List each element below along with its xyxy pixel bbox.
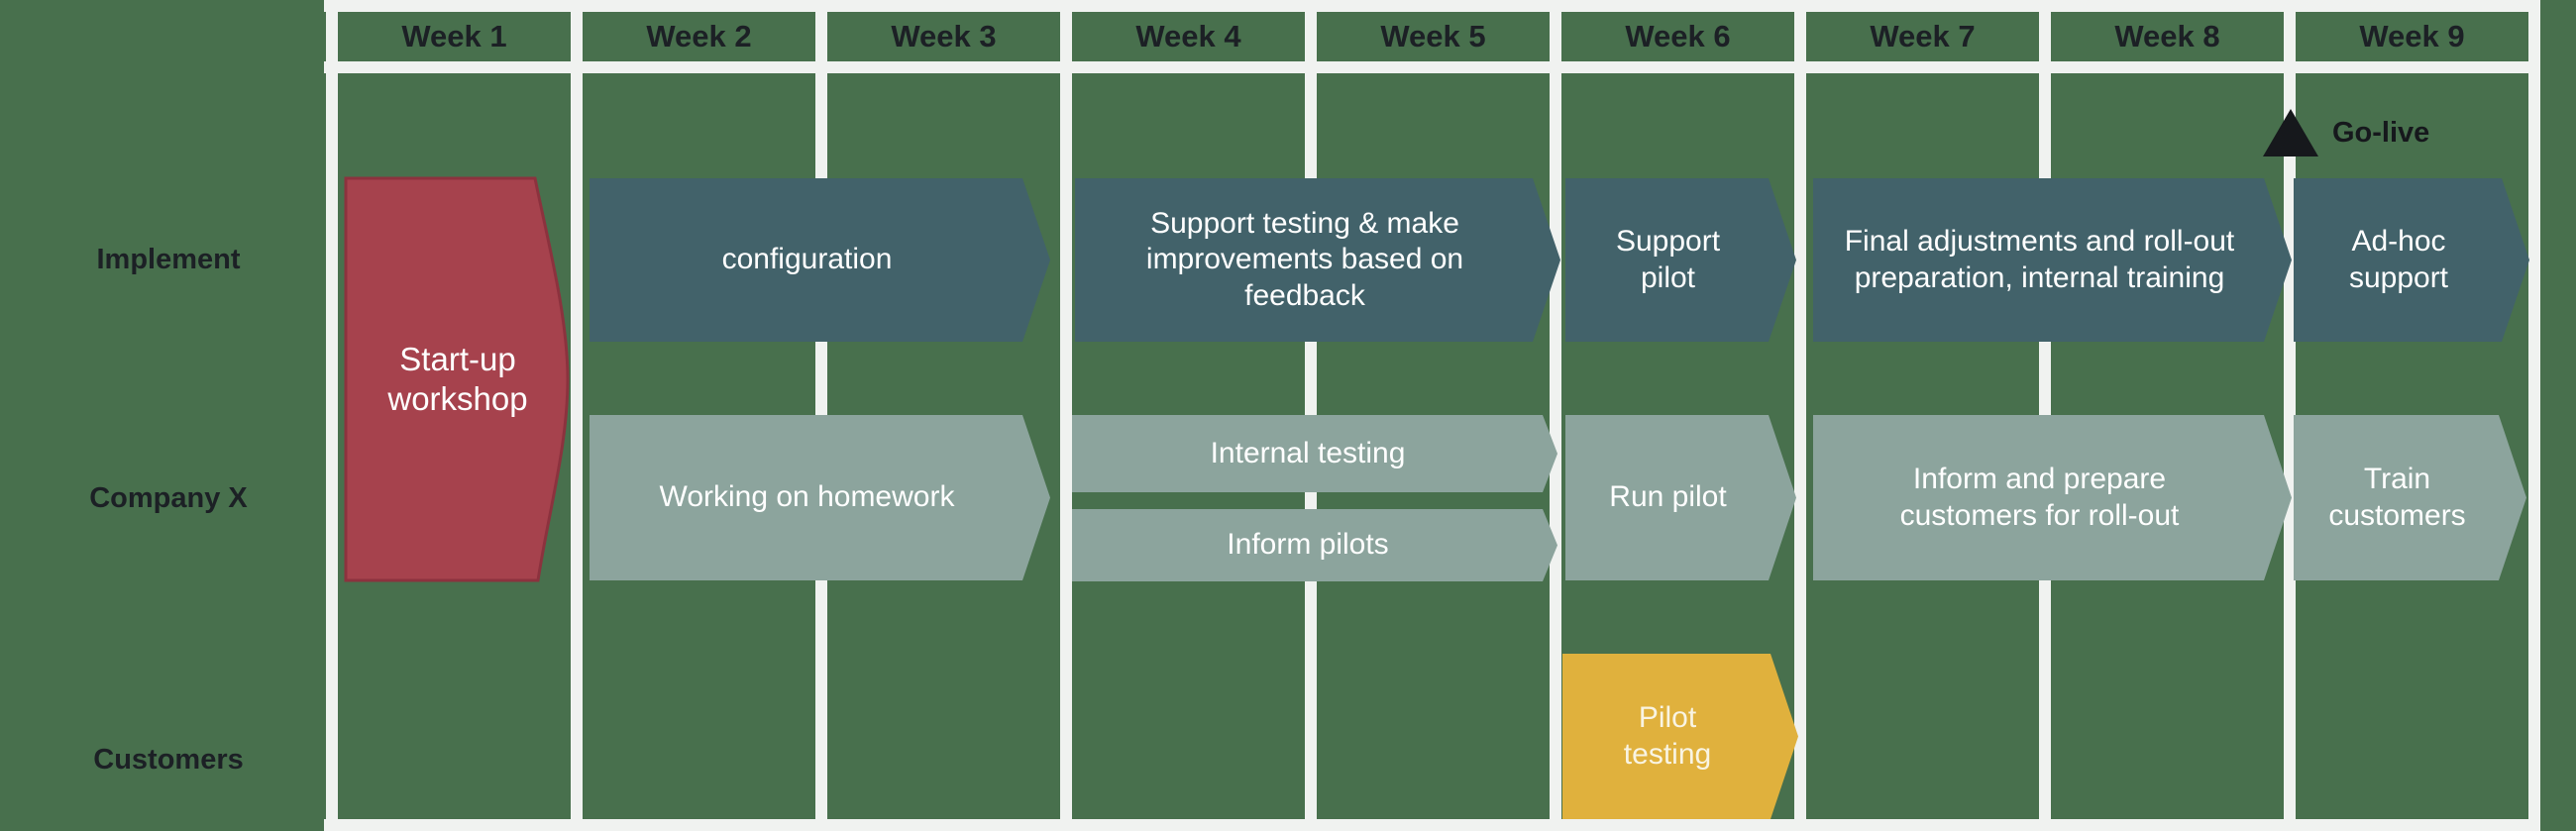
week-header-5: Week 5 <box>1380 19 1486 53</box>
grid-line-vertical <box>2528 0 2540 831</box>
task-label: Ad-hoc support <box>2348 224 2449 294</box>
week-header-4: Week 4 <box>1135 19 1241 53</box>
task-support-testing: Support testing & make improvements base… <box>1075 178 1560 342</box>
grid-line-vertical <box>1550 0 1561 831</box>
startup-workshop-shape <box>344 176 570 582</box>
task-label: configuration <box>721 243 893 276</box>
task-inform-pilots: Inform pilots <box>1072 509 1557 581</box>
task-label: Final adjustments and roll-out preparati… <box>1844 224 2235 294</box>
task-working-on-homework: Working on homework <box>590 415 1050 580</box>
grid-line-vertical <box>1060 0 1072 831</box>
grid-line-header-bottom <box>324 61 2540 73</box>
task-final-adjustments: Final adjustments and roll-out preparati… <box>1813 178 2292 342</box>
grid-line-vertical <box>2284 0 2296 831</box>
task-label: Internal testing <box>1210 436 1406 469</box>
week-header-8: Week 8 <box>2114 19 2220 53</box>
week-header-6: Week 6 <box>1625 19 1731 53</box>
task-label: Train customers <box>2328 462 2466 532</box>
task-support-pilot: Support pilot <box>1565 178 1796 342</box>
row-label-company-x: Company X <box>89 481 248 514</box>
task-startup-workshop: Start-up workshop <box>343 176 573 582</box>
task-label: Run pilot <box>1609 480 1727 514</box>
task-label: Support testing & make improvements base… <box>1145 206 1464 312</box>
task-run-pilot: Run pilot <box>1565 415 1796 580</box>
task-adhoc-support: Ad-hoc support <box>2294 178 2529 342</box>
week-header-1: Week 1 <box>401 19 507 53</box>
go-live-label: Go-live <box>2332 117 2430 149</box>
go-live-marker-icon <box>2263 109 2318 156</box>
grid-border-top <box>324 0 2540 12</box>
task-label: Working on homework <box>659 480 955 514</box>
row-label-implement: Implement <box>96 243 241 275</box>
task-configuration: configuration <box>590 178 1050 342</box>
grid-line-vertical <box>326 0 338 831</box>
task-train-customers: Train customers <box>2294 415 2526 580</box>
grid-line-vertical <box>571 0 583 831</box>
task-pilot-testing: Pilot testing <box>1562 654 1798 819</box>
task-label: Inform pilots <box>1227 528 1389 562</box>
grid-line-vertical <box>1794 0 1806 831</box>
task-label: Pilot testing <box>1623 700 1712 771</box>
grid-border-bottom <box>324 819 2540 831</box>
task-inform-prepare-customers: Inform and prepare customers for roll-ou… <box>1813 415 2292 580</box>
week-header-2: Week 2 <box>646 19 752 53</box>
week-header-9: Week 9 <box>2359 19 2465 53</box>
week-header-3: Week 3 <box>891 19 997 53</box>
task-label: Support pilot <box>1615 224 1721 294</box>
week-header-7: Week 7 <box>1870 19 1976 53</box>
task-label: Inform and prepare customers for roll-ou… <box>1899 462 2180 532</box>
task-label: Start-up workshop <box>387 340 528 417</box>
row-label-customers: Customers <box>93 743 244 776</box>
task-internal-testing: Internal testing <box>1072 415 1557 492</box>
